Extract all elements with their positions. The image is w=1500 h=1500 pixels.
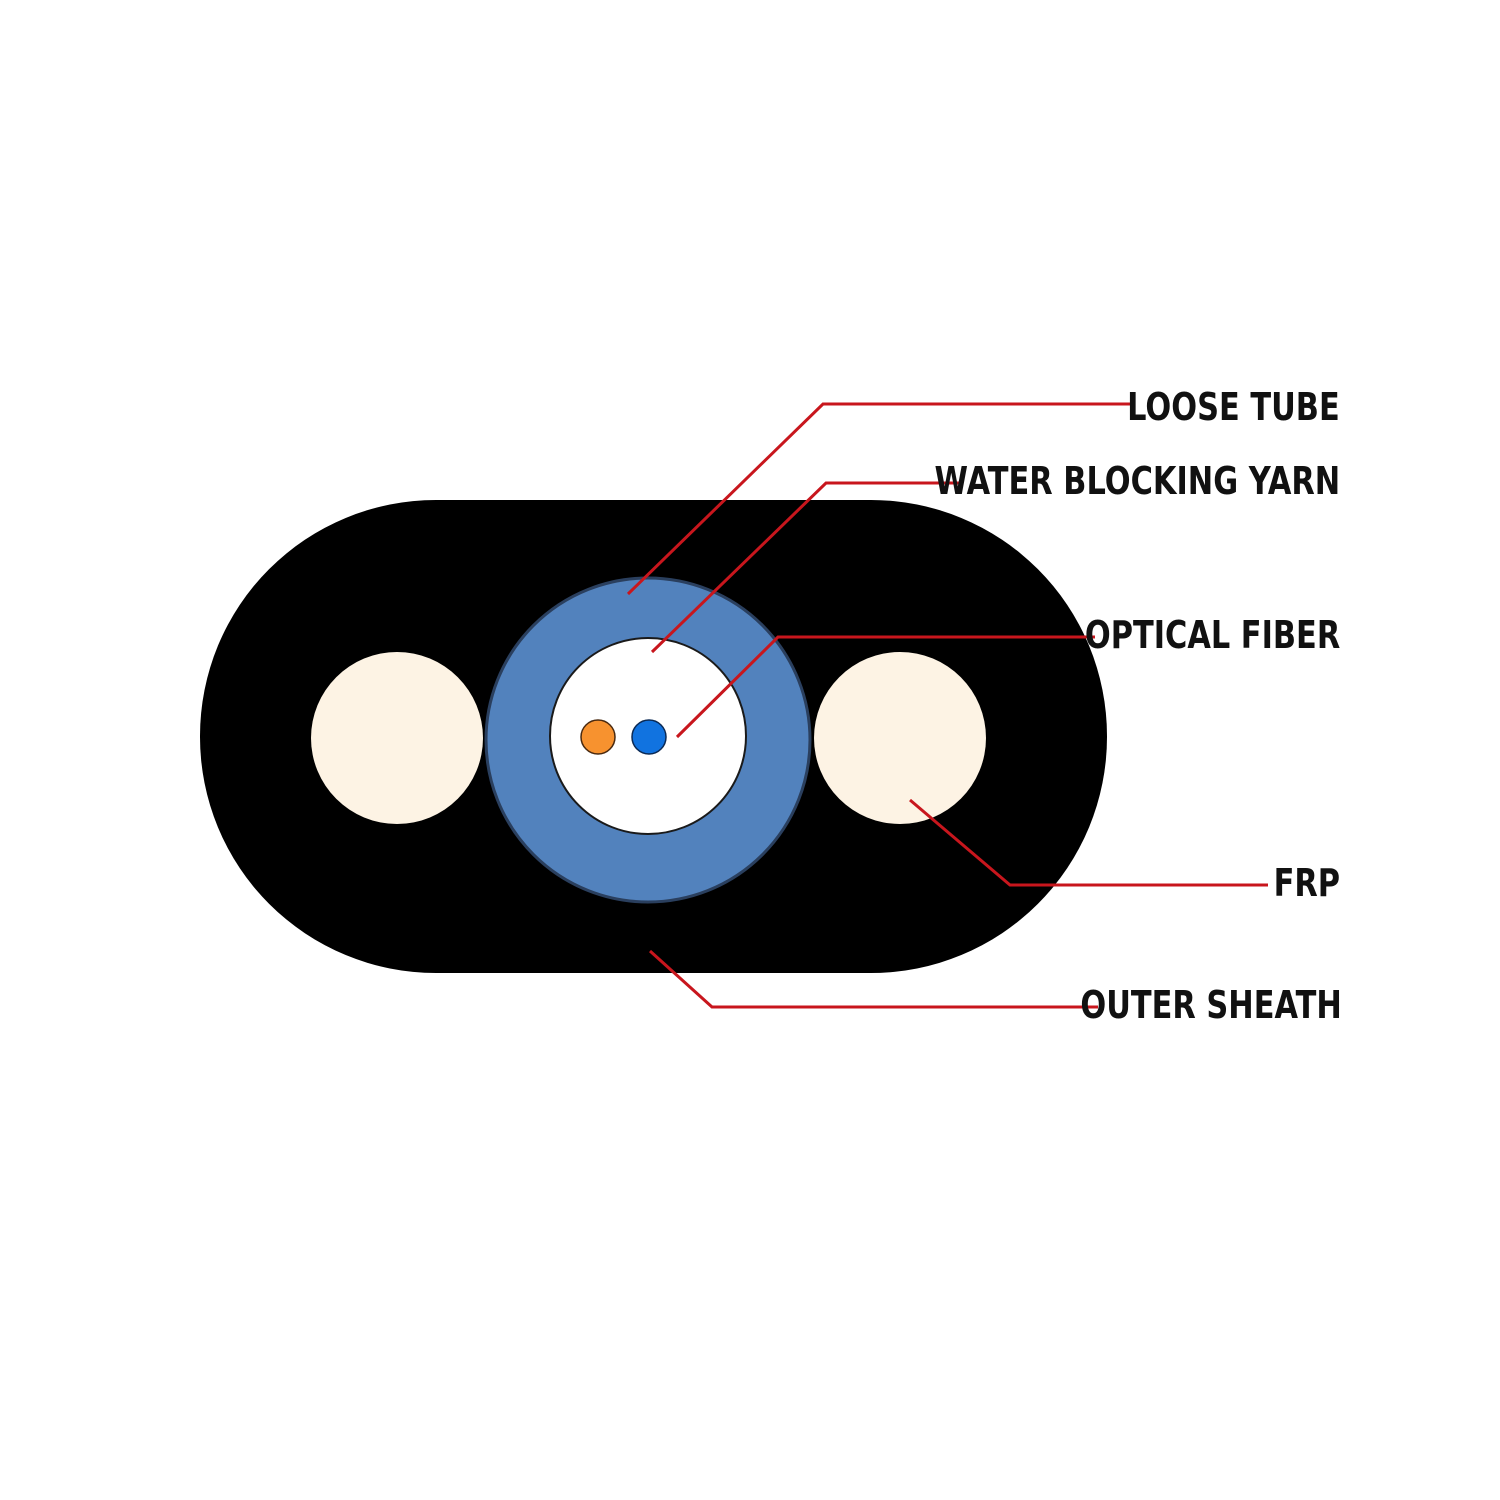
label-outer-sheath: OUTER SHEATH: [1080, 983, 1342, 1027]
optical-fiber-blue: [631, 719, 667, 755]
leader-line-frp: [909, 798, 1268, 887]
optical-fiber-orange: [580, 719, 616, 755]
leader-line-water-blocking-yarn: [650, 481, 962, 654]
label-water-blocking-yarn: WATER BLOCKING YARN: [934, 459, 1340, 503]
leader-line-optical-fiber: [675, 635, 1095, 739]
frp-right-rod: [814, 652, 986, 824]
leader-line-loose-tube: [626, 402, 1135, 596]
label-frp: FRP: [1273, 861, 1340, 905]
label-optical-fiber: OPTICAL FIBER: [1084, 613, 1340, 657]
label-loose-tube: LOOSE TUBE: [1127, 385, 1340, 429]
leader-line-outer-sheath: [648, 949, 1098, 1009]
frp-left-rod: [311, 652, 483, 824]
